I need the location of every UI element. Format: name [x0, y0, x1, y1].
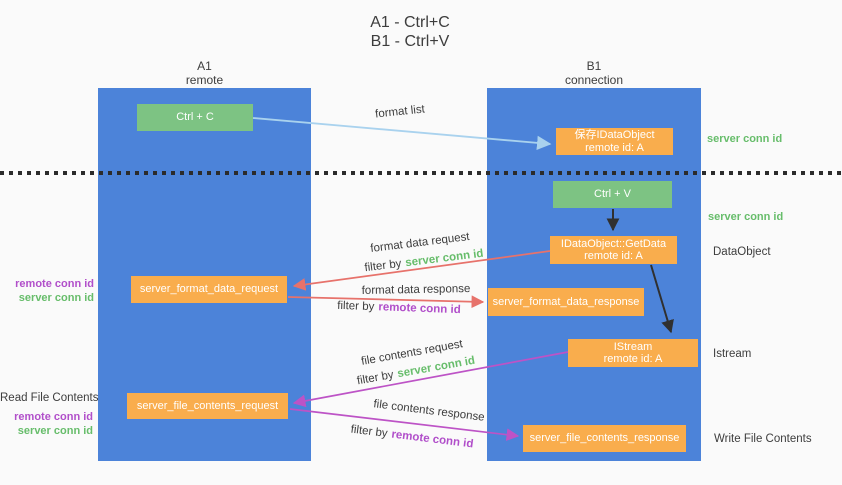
lane-left-name: A1 — [197, 59, 212, 73]
lane-right-name: B1 — [586, 59, 602, 73]
filter-by-text: filter by — [337, 299, 375, 314]
annotation-remote-conn-id-1: remote conn id — [15, 278, 94, 290]
remote-conn-id-text: remote conn id — [378, 301, 461, 317]
annotation-server-conn-id-1: server conn id — [18, 292, 94, 304]
node-server-format-data-request: server_format_data_request — [131, 276, 287, 303]
node-ctrl-c: Ctrl + C — [137, 104, 253, 131]
node-server-file-contents-request-label: server_file_contents_request — [136, 399, 279, 412]
title-line-2: B1 - Ctrl+V — [370, 33, 450, 50]
lane-header-right: B1 connection — [487, 59, 701, 87]
node-save-dataobject-line1: 保存IDataObject — [574, 129, 655, 141]
annotation-server-conn-id-top: server conn id — [707, 133, 783, 145]
lane-left-subtitle: remote — [185, 73, 224, 87]
node-ctrl-v-label: Ctrl + V — [594, 188, 631, 201]
annotation-server-conn-id-mid: server conn id — [708, 211, 784, 223]
title-line-1: A1 - Ctrl+C — [370, 14, 450, 31]
node-save-dataobject: 保存IDataObject remote id: A — [556, 128, 673, 155]
node-server-format-data-response-label: server_format_data_response — [492, 295, 640, 308]
node-istream-line1: IStream — [613, 340, 653, 353]
node-server-format-data-request-label: server_format_data_request — [139, 283, 279, 296]
node-ctrl-v: Ctrl + V — [553, 181, 672, 208]
filter-by-text: filter by — [356, 369, 395, 388]
node-server-file-contents-response: server_file_contents_response — [523, 425, 686, 452]
annotation-left-bottom: Read File Contents remote conn id server… — [0, 391, 99, 438]
annotation-server-conn-id-2: server conn id — [17, 425, 93, 437]
annotation-write-file-contents: Write File Contents — [714, 433, 812, 445]
annotation-istream: Istream — [713, 348, 752, 360]
remote-conn-id-text: remote conn id — [390, 428, 475, 451]
label-format-data-response: format data response — [361, 283, 471, 297]
annotation-dataobject: DataObject — [713, 246, 771, 258]
filter-by-text: filter by — [349, 423, 389, 440]
node-getdata-line1: IDataObject::GetData — [560, 237, 667, 250]
node-istream: IStream remote id: A — [568, 339, 698, 367]
annotation-left-mid: remote conn id server conn id — [0, 277, 94, 305]
node-ctrl-c-label: Ctrl + C — [176, 111, 214, 124]
annotation-remote-conn-id-2: remote conn id — [14, 411, 93, 423]
node-server-file-contents-response-label: server_file_contents_response — [529, 432, 680, 445]
lane-header-left: A1 remote — [98, 59, 311, 87]
server-conn-id-text: server conn id — [404, 247, 485, 270]
label-format-list: format list — [374, 103, 426, 121]
lane-right-subtitle: connection — [564, 73, 624, 87]
annotation-read-file-contents: Read File Contents — [0, 392, 99, 404]
node-getdata: IDataObject::GetData remote id: A — [550, 236, 677, 264]
node-istream-line2: remote id: A — [603, 353, 663, 365]
diagram-title: A1 - Ctrl+C B1 - Ctrl+V — [0, 13, 820, 51]
dotted-separator — [0, 171, 842, 175]
node-getdata-line2: remote id: A — [584, 250, 643, 262]
filter-by-text: filter by — [363, 257, 403, 275]
label-file-contents-response: file contents response — [372, 398, 486, 424]
node-server-file-contents-request: server_file_contents_request — [127, 393, 288, 419]
node-server-format-data-response: server_format_data_response — [488, 288, 644, 316]
node-save-dataobject-line2: remote id: A — [585, 141, 644, 154]
